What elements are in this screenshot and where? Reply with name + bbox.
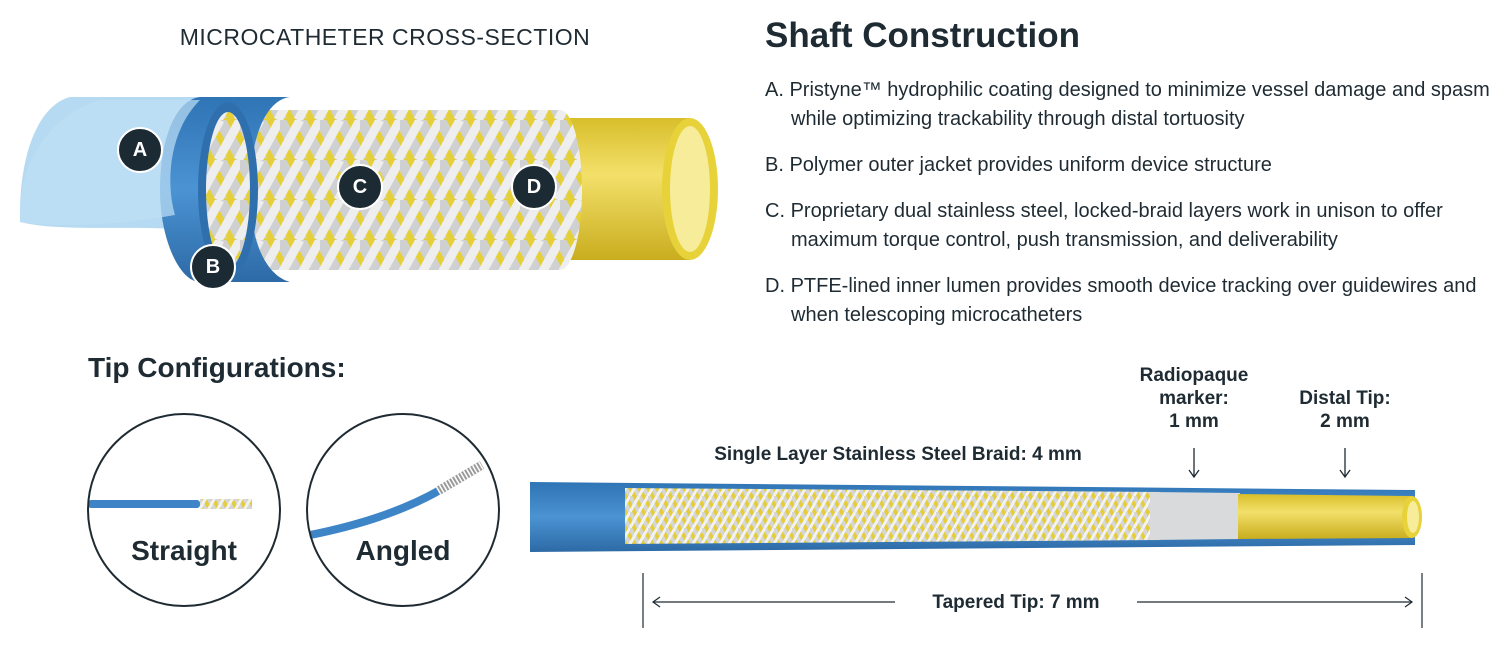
shaft-construction-list: A. Pristyne™ hydrophilic coating designe… xyxy=(765,76,1500,347)
item-letter: D. xyxy=(765,275,785,297)
marker-label: Radiopaque marker: 1 mm xyxy=(1120,364,1268,433)
marker-b: B xyxy=(190,244,236,290)
list-item: D. PTFE-lined inner lumen provides smoot… xyxy=(765,272,1500,330)
distal-arrow xyxy=(1339,448,1351,479)
marker-c: C xyxy=(337,164,383,210)
cross-section-title: MICROCATHETER CROSS-SECTION xyxy=(179,24,591,50)
distal-label-line: 2 mm xyxy=(1320,411,1370,432)
angled-tip-circle: Angled xyxy=(306,413,500,607)
distal-tip-label: Distal Tip: 2 mm xyxy=(1275,387,1415,433)
item-letter: C. xyxy=(765,200,785,222)
tapered-dimension-line xyxy=(642,573,1423,628)
tapered-tip-illustration xyxy=(530,482,1422,552)
list-item: C. Proprietary dual stainless steel, loc… xyxy=(765,197,1500,255)
straight-label: Straight xyxy=(131,535,237,566)
marker-d: D xyxy=(511,164,557,210)
list-item: B. Polymer outer jacket provides uniform… xyxy=(765,151,1500,180)
marker-label-line: marker: xyxy=(1159,388,1229,409)
marker-label-line: Radiopaque xyxy=(1139,365,1249,386)
shaft-construction-title: Shaft Construction xyxy=(765,16,1080,55)
tapered-tip-label: Tapered Tip: 7 mm xyxy=(932,592,1100,613)
distal-label-line: Distal Tip: xyxy=(1299,388,1391,409)
item-text: PTFE-lined inner lumen provides smooth d… xyxy=(790,275,1477,326)
item-letter: B. xyxy=(765,154,784,176)
item-text: Polymer outer jacket provides uniform de… xyxy=(789,154,1272,176)
list-item: A. Pristyne™ hydrophilic coating designe… xyxy=(765,76,1500,134)
braid-label: Single Layer Stainless Steel Braid: 4 mm xyxy=(714,444,1082,465)
marker-label-line: 1 mm xyxy=(1169,411,1219,432)
marker-arrow xyxy=(1188,448,1200,479)
item-text: Pristyne™ hydrophilic coating designed t… xyxy=(789,79,1490,130)
angled-label: Angled xyxy=(355,535,451,566)
tip-configurations-title: Tip Configurations: xyxy=(88,352,346,383)
straight-tip-circle: Straight xyxy=(87,413,281,607)
item-text: Proprietary dual stainless steel, locked… xyxy=(790,200,1443,251)
marker-a: A xyxy=(117,127,163,173)
item-letter: A. xyxy=(765,79,784,101)
